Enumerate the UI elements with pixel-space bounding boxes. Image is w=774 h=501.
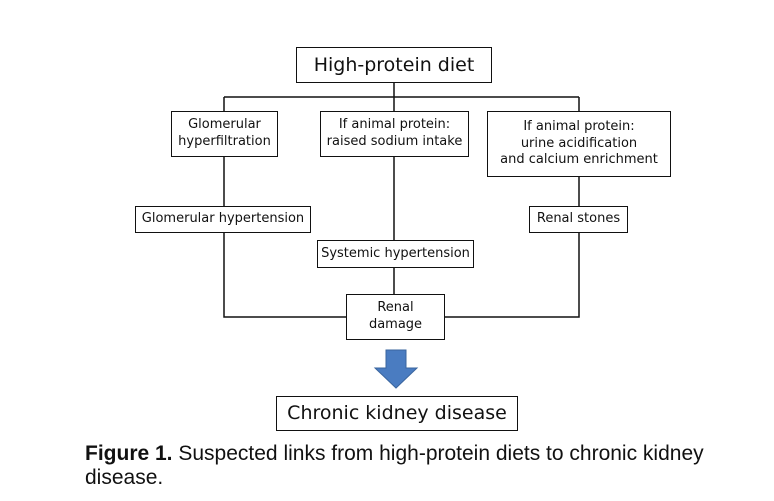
down-arrow-icon: [373, 349, 419, 389]
node-urine-acidification-line-1: If animal protein:: [523, 118, 635, 134]
node-urine-acidification: If animal protein: urine acidification a…: [487, 111, 671, 177]
node-chronic-kidney-disease: Chronic kidney disease: [276, 396, 518, 431]
node-chronic-kidney-disease-label: Chronic kidney disease: [287, 402, 507, 425]
connector-left-b: [223, 233, 346, 318]
figure-caption: Figure 1. Suspected links from high-prot…: [85, 442, 745, 490]
node-renal-stones: Renal stones: [529, 206, 628, 233]
figure-caption-label: Figure 1.: [85, 442, 173, 465]
node-renal-stones-label: Renal stones: [536, 211, 621, 227]
node-raised-sodium-intake-line-1: If animal protein:: [338, 117, 451, 133]
node-high-protein-diet: High-protein diet: [296, 47, 492, 83]
node-systemic-hypertension: Systemic hypertension: [317, 240, 474, 268]
node-renal-damage-line-1: Renal: [377, 300, 414, 316]
node-raised-sodium-intake-line-2: raised sodium intake: [326, 134, 463, 149]
node-renal-damage: Renal damage: [346, 294, 445, 340]
node-glomerular-hyperfiltration-line-1: Glomerular: [188, 117, 261, 133]
node-systemic-hypertension-label: Systemic hypertension: [321, 245, 470, 261]
node-high-protein-diet-label: High-protein diet: [313, 53, 475, 76]
figure-caption-text: Suspected links from high-protein diets …: [85, 442, 704, 489]
node-raised-sodium-intake: If animal protein: raised sodium intake: [320, 111, 469, 157]
node-renal-damage-line-2: damage: [368, 317, 423, 332]
node-glomerular-hyperfiltration: Glomerular hyperfiltration: [171, 111, 278, 157]
node-urine-acidification-line-3: and calcium enrichment: [500, 152, 658, 168]
node-glomerular-hyperfiltration-line-2: hyperfiltration: [178, 134, 271, 149]
connector-right-b: [445, 233, 580, 318]
node-glomerular-hypertension: Glomerular hypertension: [135, 206, 311, 233]
node-glomerular-hypertension-label: Glomerular hypertension: [141, 211, 305, 227]
node-urine-acidification-line-2: urine acidification: [520, 135, 638, 151]
